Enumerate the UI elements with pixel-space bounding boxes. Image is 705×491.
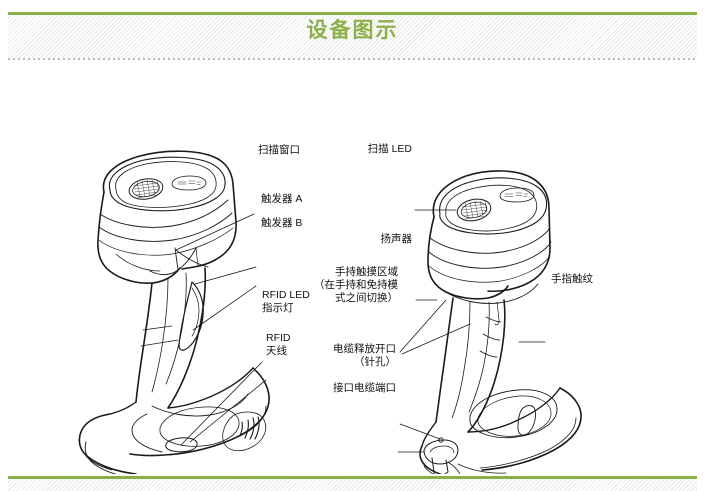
brand-logo-plate-rear — [499, 187, 535, 203]
callout-handheld-touch-area: 手持触摸区域 （在手持和免持模 式之间切换） — [314, 266, 398, 304]
left-scanner-illustration — [78, 150, 270, 474]
brand-logo-plate — [171, 175, 207, 191]
callout-trigger-b: 触发器 B — [261, 217, 303, 229]
finger-texture-grooves — [479, 316, 502, 358]
callout-cable-release: 电缆释放开口 （针孔） — [333, 343, 396, 368]
callout-finger-texture: 手指触纹 — [551, 273, 593, 285]
left-leader-lines — [175, 213, 267, 446]
callout-rfid-antenna: RFID 天线 — [266, 332, 291, 357]
header-banner-dotted-edge — [8, 58, 697, 60]
callout-trigger-a: 触发器 A — [261, 193, 303, 205]
interface-cable-port — [423, 439, 459, 465]
header-banner — [8, 12, 697, 60]
callout-scan-window: 扫描窗口 — [258, 144, 300, 156]
page-title: 设备图示 — [306, 17, 399, 42]
right-leader-lines — [397, 209, 546, 453]
rfid-led-indicator — [165, 437, 198, 453]
callout-speaker: 扬声器 — [380, 233, 413, 245]
callout-scan-led: 扫描 LED — [367, 143, 412, 155]
scan-window-grille — [128, 178, 164, 200]
figure-area: 扫描窗口 触发器 A 触发器 B RFID LED 指示灯 RFID 天线 扫描… — [0, 62, 705, 474]
trigger-shape — [178, 281, 204, 351]
cradle-well — [159, 406, 240, 447]
callout-interface-cable-port: 接口电缆端口 — [333, 382, 396, 394]
footer-rule — [8, 476, 697, 479]
right-scanner-illustration — [397, 170, 582, 474]
cradle-side-button — [517, 405, 536, 436]
device-line-art — [78, 150, 582, 474]
rfid-antenna-panel — [222, 411, 267, 452]
callout-rfid-led: RFID LED 指示灯 — [262, 289, 310, 314]
cradle-well-rear — [469, 389, 558, 439]
scan-led-window — [456, 198, 492, 222]
footer-stripe — [8, 479, 697, 491]
rfid-wave-icon — [239, 416, 260, 440]
